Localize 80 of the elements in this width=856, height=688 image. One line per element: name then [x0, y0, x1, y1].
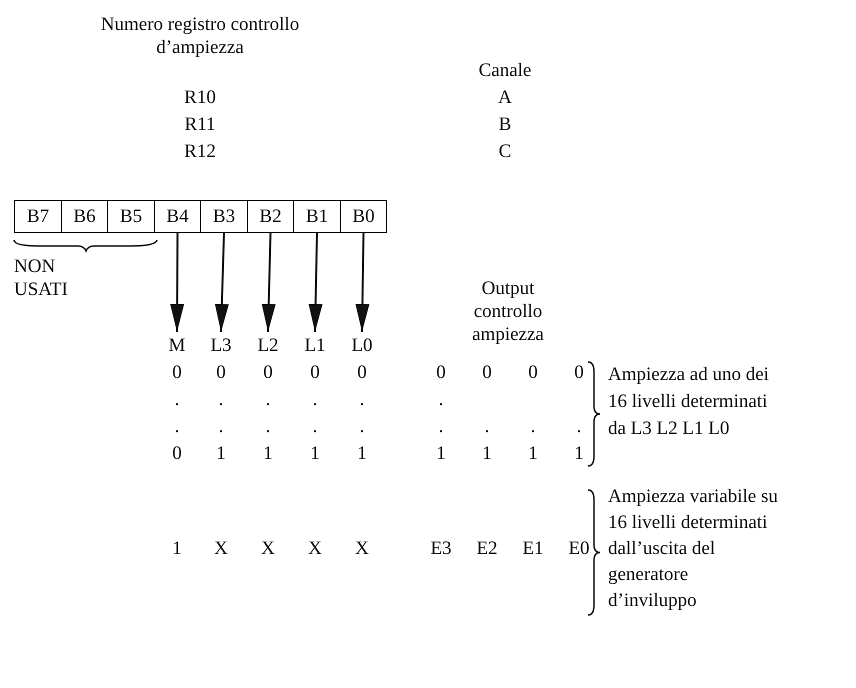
table-value: X	[261, 538, 275, 561]
table-value: 0	[357, 362, 367, 385]
bit-label: B7	[26, 206, 50, 228]
table-value: .	[530, 416, 536, 439]
bit-name: L3	[203, 334, 239, 358]
register-bit-cell	[61, 200, 108, 233]
register-bit-cell	[247, 200, 294, 233]
channel-name: A	[498, 87, 512, 110]
table-value: .	[360, 389, 364, 412]
arrow	[355, 232, 370, 332]
table-value: E1	[522, 538, 544, 561]
arrow	[308, 232, 323, 332]
note: Ampiezza ad uno dei 16 livelli determinati da L3 L2 L1 L0	[608, 363, 770, 441]
register-name: R12	[184, 141, 216, 164]
table-value: .	[174, 389, 180, 412]
register-name: R10	[184, 87, 216, 110]
table-value: X	[214, 538, 228, 561]
table-value: .	[266, 416, 270, 439]
table-value: E0	[568, 538, 590, 561]
arrow	[214, 232, 229, 332]
table-value: 0	[310, 362, 320, 385]
note: Ampiezza variabile su 16 livelli determinati dall’uscita del generatore d’inviluppo	[608, 485, 778, 613]
table-value: 0	[574, 362, 584, 385]
bit-label: B4	[166, 206, 189, 228]
bit-label: B2	[259, 206, 282, 228]
table-value: .	[576, 416, 582, 439]
bit-name: L1	[297, 334, 333, 358]
arrow	[170, 233, 184, 332]
bit-label: B3	[212, 206, 236, 228]
table-value: 0	[263, 362, 273, 385]
channel-name: C	[498, 141, 512, 164]
register-bit-cell	[154, 200, 201, 233]
table-value: 0	[216, 362, 226, 385]
table-value: .	[438, 416, 444, 439]
table-value: 0	[528, 362, 538, 385]
table-value: .	[438, 389, 444, 412]
table-value: E3	[430, 538, 452, 561]
unused-bits-label: NON USATI	[14, 256, 69, 302]
table-value: 1	[310, 443, 320, 466]
arrow	[262, 232, 276, 332]
channel-name: B	[498, 114, 512, 137]
table-value: 0	[172, 443, 182, 466]
bit-label: B5	[120, 206, 142, 228]
table-value: 1	[574, 443, 584, 466]
column-heading: Canale	[478, 60, 532, 83]
table-value: 1	[216, 443, 226, 466]
register-name: R11	[184, 114, 216, 137]
column-heading: Output controllo ampiezza	[471, 278, 545, 346]
table-value: 1	[528, 443, 538, 466]
bit-label: B1	[306, 206, 328, 228]
bit-name: L0	[344, 334, 380, 358]
table-value: .	[218, 416, 224, 439]
register-bit-cell	[340, 200, 387, 233]
table-value: E2	[476, 538, 498, 561]
register-title: Numero registro controllo d’ampiezza	[100, 14, 300, 60]
table-value: 1	[357, 443, 367, 466]
table-value: .	[312, 389, 318, 412]
bit-name: L2	[250, 334, 286, 358]
table-value: X	[355, 538, 369, 561]
table-value: X	[308, 538, 322, 561]
table-value: .	[484, 416, 490, 439]
bit-name: M	[159, 334, 195, 358]
table-value: 1	[263, 443, 273, 466]
register-bit-cell	[107, 200, 155, 233]
table-value: 1	[436, 443, 446, 466]
bit-label: B0	[352, 206, 375, 228]
table-value: 0	[436, 362, 446, 385]
table-value: .	[266, 389, 270, 412]
table-value: 0	[172, 362, 182, 385]
table-value: .	[218, 389, 224, 412]
bit-label: B6	[73, 206, 96, 228]
table-value: 0	[482, 362, 492, 385]
table-value: 1	[482, 443, 492, 466]
table-value: .	[312, 416, 318, 439]
register-bit-cell	[14, 200, 62, 233]
table-value: 1	[172, 538, 182, 561]
register-bit-cell	[200, 200, 248, 233]
table-value: .	[174, 416, 180, 439]
table-value: .	[360, 416, 364, 439]
register-bit-cell	[293, 200, 341, 233]
